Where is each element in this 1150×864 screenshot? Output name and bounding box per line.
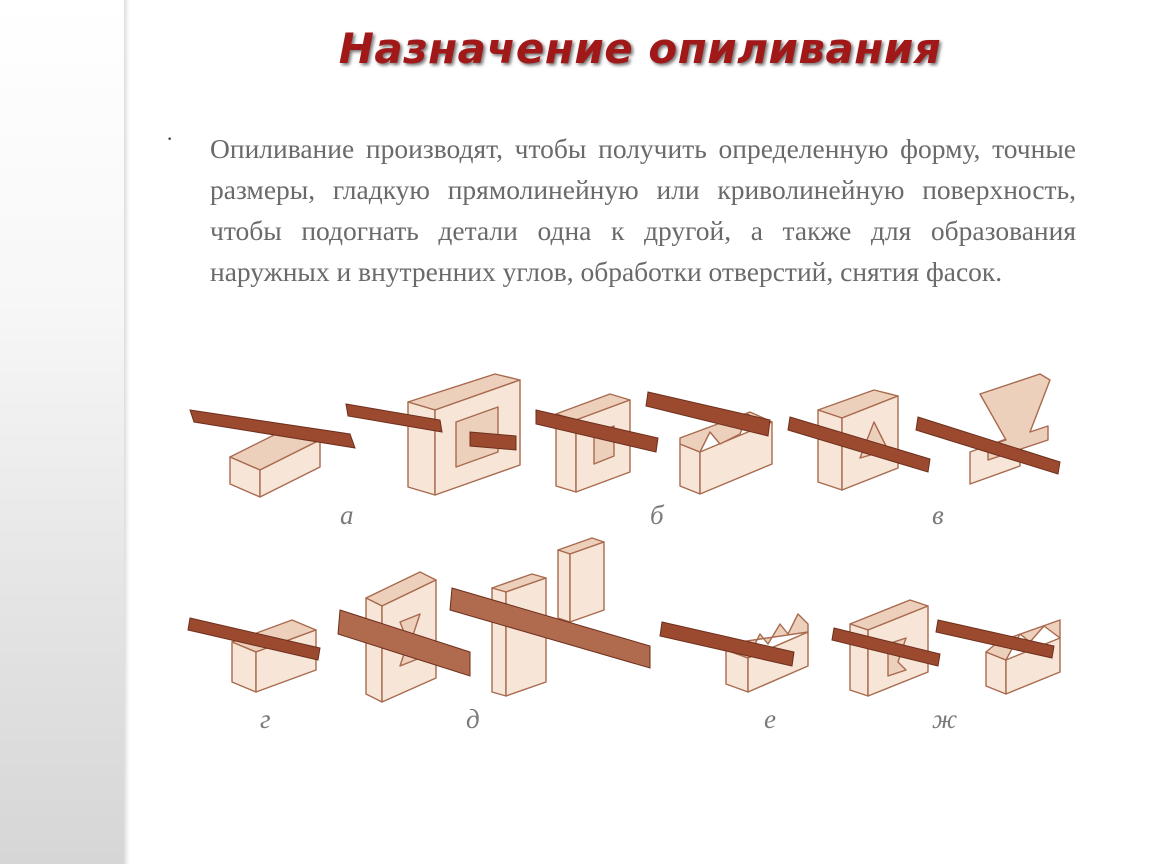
slide-left-shadow-strip	[0, 0, 128, 864]
figure-d-tall-block	[449, 537, 651, 697]
figure-b-frame-window	[345, 373, 521, 496]
figure-label-a: а	[340, 500, 354, 530]
filing-illustration: .part { fill:#f7e6d8; stroke:#a86a4e; st…	[187, 373, 1061, 734]
figure-zh-frame-window	[831, 599, 941, 697]
figure-label-b: б	[650, 500, 665, 530]
slide-left-edge	[124, 0, 130, 864]
figure-v-dovetail-block	[915, 373, 1061, 485]
figure-a-flat-file	[189, 409, 356, 498]
figure-label-d: д	[466, 704, 480, 734]
figure-b-notched-block	[645, 391, 773, 495]
figure-zh-notched-block	[935, 619, 1061, 695]
figure-b-small-frame	[535, 393, 659, 493]
figure-label-g: г	[260, 704, 271, 734]
slide-title: Назначение опиливания	[338, 24, 942, 73]
bullet-marker: ·	[166, 126, 174, 151]
figure-label-zh: ж	[932, 704, 957, 734]
figure-e-serrated-block	[659, 613, 809, 693]
figure-g-stepped-block	[187, 617, 321, 693]
figure-v-triangle-window	[787, 389, 931, 491]
figure-d-round-file	[337, 571, 471, 703]
figure-label-v: в	[932, 500, 944, 530]
figure-label-e: е	[764, 704, 776, 734]
body-paragraph: Опиливание производят, чтобы получить оп…	[210, 133, 1076, 287]
